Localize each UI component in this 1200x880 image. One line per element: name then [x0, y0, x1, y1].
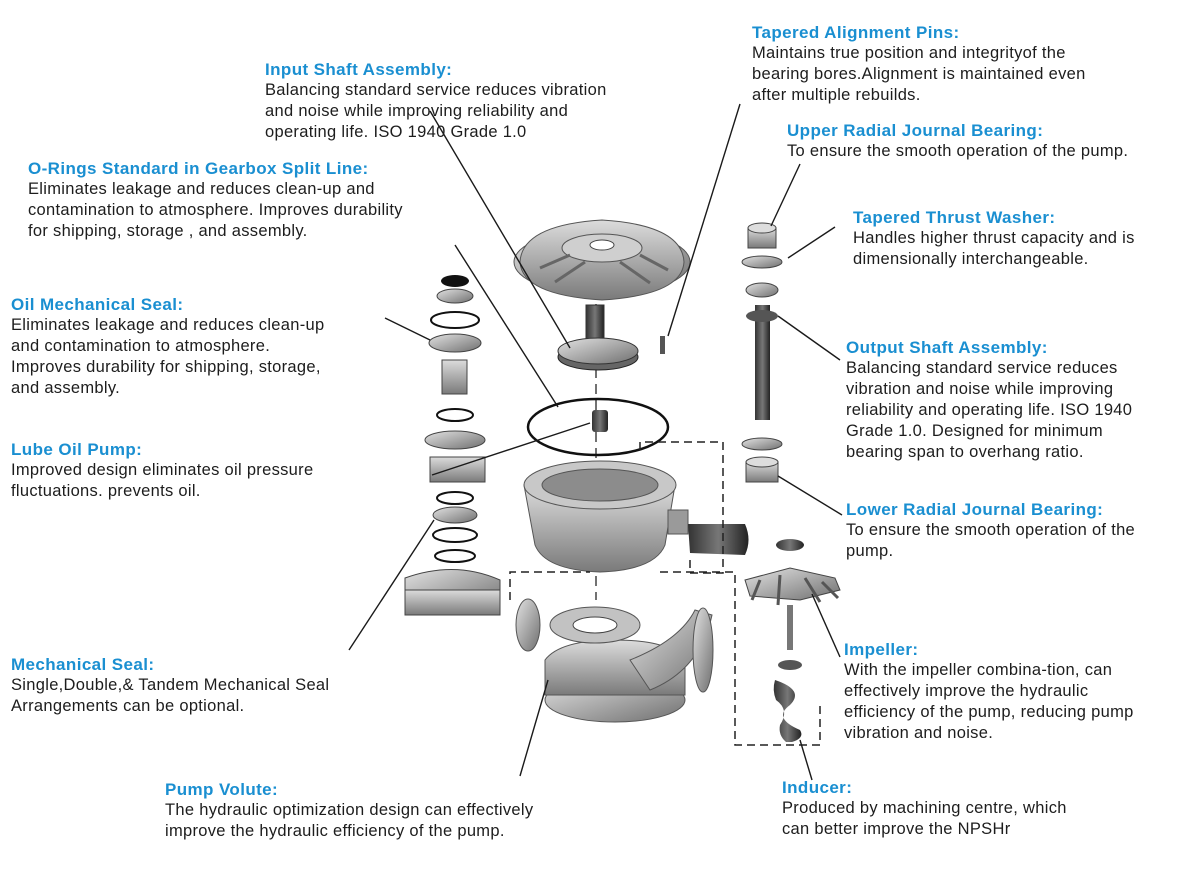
label-impeller: Impeller: With the impeller combina-tion… — [844, 639, 1134, 744]
lube-pump-part — [592, 410, 608, 432]
label-title: Tapered Alignment Pins: — [752, 23, 960, 42]
pump-volute — [515, 598, 714, 723]
label-inducer: Inducer: Produced by machining centre, w… — [782, 777, 1067, 840]
label-title: Lower Radial Journal Bearing: — [846, 500, 1104, 519]
label-tapered-alignment-pins: Tapered Alignment Pins: Maintains true p… — [752, 22, 1086, 106]
label-title: Mechanical Seal: — [11, 655, 155, 674]
gearbox-housing — [523, 460, 749, 573]
label-text: Eliminates leakage and reduces clean-up … — [11, 316, 325, 397]
label-title: Tapered Thrust Washer: — [853, 208, 1056, 227]
label-text: Produced by machining centre, which can … — [782, 799, 1067, 838]
label-text: With the impeller combina-tion, can effe… — [844, 661, 1134, 742]
label-title: Impeller: — [844, 640, 919, 659]
label-title: O-Rings Standard in Gearbox Split Line: — [28, 159, 369, 178]
gearbox-cover — [513, 219, 691, 301]
label-title: Inducer: — [782, 778, 853, 797]
alignment-pin — [660, 336, 665, 354]
label-text: Handles higher thrust capacity and is di… — [853, 229, 1135, 268]
label-title: Input Shaft Assembly: — [265, 60, 453, 79]
label-title: Oil Mechanical Seal: — [11, 295, 184, 314]
right-bearing-stack — [741, 222, 783, 483]
label-oil-mechanical-seal: Oil Mechanical Seal: Eliminates leakage … — [11, 294, 324, 399]
label-pump-volute: Pump Volute: The hydraulic optimization … — [165, 779, 533, 842]
label-lower-radial-journal-bearing: Lower Radial Journal Bearing: To ensure … — [846, 499, 1135, 562]
label-text: To ensure the smooth operation of the pu… — [787, 142, 1129, 160]
label-text: Eliminates leakage and reduces clean-up … — [28, 180, 403, 240]
label-title: Output Shaft Assembly: — [846, 338, 1048, 357]
label-title: Lube Oil Pump: — [11, 440, 143, 459]
label-mechanical-seal: Mechanical Seal: Single,Double,& Tandem … — [11, 654, 329, 717]
label-input-shaft-assembly: Input Shaft Assembly: Balancing standard… — [265, 59, 607, 143]
dashed-guides — [509, 441, 821, 746]
label-lube-oil-pump: Lube Oil Pump: Improved design eliminate… — [11, 439, 313, 502]
label-text: Maintains true position and integrityof … — [752, 44, 1086, 104]
label-o-rings-gearbox: O-Rings Standard in Gearbox Split Line: … — [28, 158, 403, 242]
label-text: The hydraulic optimization design can ef… — [165, 801, 534, 840]
label-text: Single,Double,& Tandem Mechanical Seal A… — [11, 676, 330, 715]
big-o-ring — [526, 397, 670, 457]
label-text: To ensure the smooth operation of the pu… — [846, 521, 1136, 560]
label-output-shaft-assembly: Output Shaft Assembly: Balancing standar… — [846, 337, 1132, 463]
label-text: Balancing standard service reduces vibra… — [846, 359, 1133, 461]
impeller-inducer — [744, 539, 841, 742]
label-tapered-thrust-washer: Tapered Thrust Washer: Handles higher th… — [853, 207, 1135, 270]
leader-lines — [348, 103, 843, 781]
label-text: Balancing standard service reduces vibra… — [265, 81, 607, 141]
input-shaft — [557, 304, 639, 371]
label-text: Improved design eliminates oil pressure … — [11, 461, 314, 500]
label-title: Upper Radial Journal Bearing: — [787, 121, 1044, 140]
left-seal-stack — [404, 275, 501, 616]
label-title: Pump Volute: — [165, 780, 279, 799]
label-upper-radial-journal-bearing: Upper Radial Journal Bearing: To ensure … — [787, 120, 1128, 162]
